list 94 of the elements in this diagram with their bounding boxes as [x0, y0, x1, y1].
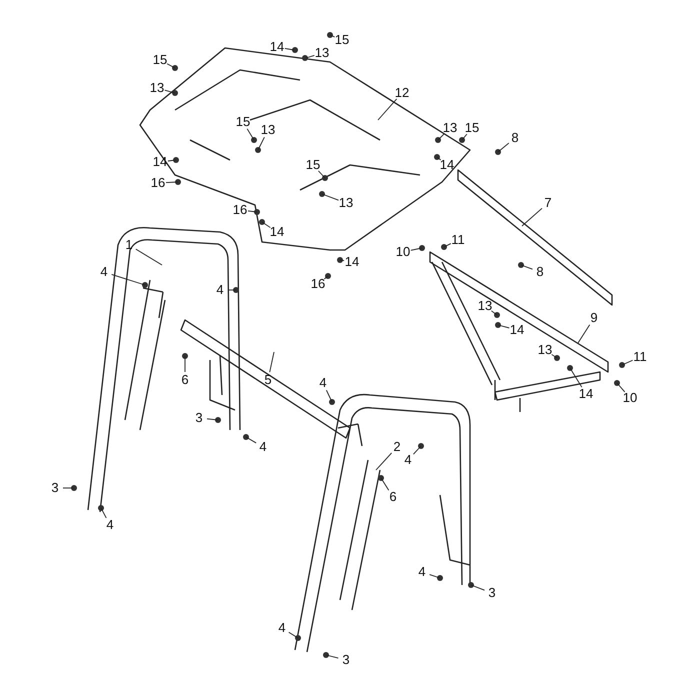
leader-line: [570, 368, 582, 388]
leader-line: [326, 390, 332, 402]
callout-number: 14: [270, 40, 284, 54]
callout-number: 14: [440, 158, 454, 172]
callout-number: 13: [442, 121, 458, 135]
callout-number: 4: [100, 265, 108, 279]
leader-line: [429, 574, 440, 578]
callout-number: 3: [51, 481, 59, 495]
leader-line: [378, 98, 398, 120]
leader-line: [622, 360, 634, 366]
leader-line: [522, 208, 542, 226]
callout-number: 2: [393, 440, 401, 454]
callout-number: 13: [338, 196, 354, 210]
callout-number: 4: [404, 453, 412, 467]
leader-line: [470, 584, 485, 591]
leader-line: [438, 133, 445, 140]
leader-line: [490, 310, 498, 316]
leader-line: [258, 136, 265, 150]
callout-number: 13: [314, 46, 330, 60]
callout-number: 8: [536, 265, 544, 279]
leader-line: [206, 418, 218, 420]
callout-number: 13: [150, 81, 164, 95]
leader-line: [578, 324, 590, 344]
leader-line: [551, 354, 558, 358]
leader-line: [262, 222, 271, 228]
callout-number: 13: [478, 299, 492, 313]
callout-number: 7: [544, 196, 552, 210]
leader-line: [284, 48, 294, 50]
callout-number: 15: [152, 53, 168, 67]
callout-number: 10: [622, 391, 638, 405]
callout-number: 11: [633, 350, 647, 364]
leader-line: [324, 276, 328, 280]
callout-number: 4: [418, 565, 426, 579]
leader-line: [184, 356, 186, 372]
callout-number: 14: [270, 225, 284, 239]
leader-line: [410, 248, 422, 251]
leader-line: [269, 352, 274, 373]
leader-line: [100, 508, 107, 518]
leader-line: [246, 436, 257, 444]
leader-line: [248, 210, 258, 212]
callout-number: 16: [310, 277, 326, 291]
leader-line: [444, 243, 452, 248]
leader-line: [166, 63, 176, 68]
callout-number: 12: [394, 86, 410, 100]
leader-line: [498, 324, 510, 328]
leader-line: [135, 248, 162, 266]
callout-number: 14: [510, 323, 524, 337]
leader-line: [462, 134, 468, 140]
callout-number: 15: [334, 33, 350, 47]
leader-line: [376, 452, 392, 470]
leader-line: [520, 264, 533, 270]
callout-number: 14: [152, 155, 168, 169]
callout-number: 5: [264, 373, 272, 387]
callout-number: 4: [278, 621, 286, 635]
callout-number: 13: [260, 123, 276, 137]
callout-number: 4: [259, 440, 267, 454]
callout-number: 15: [236, 115, 250, 129]
callout-number: 11: [451, 233, 465, 247]
leader-line: [380, 478, 390, 491]
leader-line: [326, 654, 339, 658]
leader-line: [288, 632, 298, 638]
callout-number: 6: [181, 373, 189, 387]
leader-line: [322, 194, 339, 201]
leader-line: [340, 260, 345, 262]
leader-line: [330, 34, 336, 38]
leader-line: [436, 156, 442, 160]
leader-line: [306, 54, 315, 58]
leader-line: [413, 446, 422, 455]
callout-number: 4: [319, 376, 327, 390]
callout-number: 3: [195, 411, 203, 425]
callout-number: 9: [590, 311, 598, 325]
leader-line: [111, 274, 146, 286]
leader-line: [164, 90, 176, 94]
callout-number: 14: [578, 387, 594, 401]
callout-number: 8: [511, 131, 519, 145]
callout-number: 1: [125, 238, 133, 252]
callout-number: 4: [216, 283, 224, 297]
leader-line: [498, 142, 510, 152]
callout-number: 15: [306, 158, 320, 172]
leader-line: [166, 182, 178, 184]
callout-number: 3: [342, 653, 350, 667]
leader-line: [616, 382, 626, 392]
callout-number: 16: [232, 203, 248, 217]
callout-number: 6: [389, 490, 397, 504]
callout-number: 13: [538, 343, 552, 357]
callout-number: 10: [396, 245, 410, 259]
callout-number: 3: [488, 586, 496, 600]
leader-line: [318, 170, 326, 178]
leader-line: [168, 160, 176, 162]
callout-number: 4: [106, 518, 114, 532]
callout-number: 14: [344, 255, 360, 269]
callout-number: 15: [464, 121, 480, 135]
leader-line: [246, 128, 254, 140]
callout-number: 16: [150, 176, 166, 190]
